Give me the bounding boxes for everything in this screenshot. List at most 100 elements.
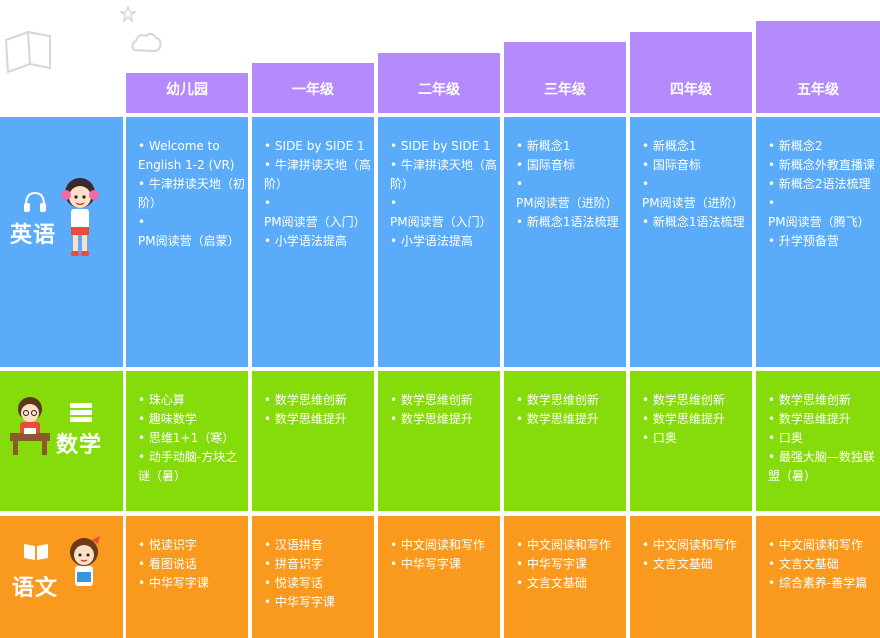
course-item: 数学思维提升 <box>642 410 752 429</box>
course-item: 数学思维提升 <box>516 410 626 429</box>
stacked-books-icon <box>68 401 94 423</box>
course-item: 中文阅读和写作 <box>768 536 880 555</box>
course-list: 新概念1 国际音标 PM阅读营（进阶） 新概念1语法梳理 <box>642 137 752 232</box>
grade-header-grade2: 二年级 <box>378 53 500 113</box>
grade-label: 四年级 <box>670 82 712 98</box>
course-list: 中文阅读和写作 中华写字课 文言文基础 <box>516 536 626 593</box>
course-item: 数学思维提升 <box>390 410 500 429</box>
course-item: 国际音标 <box>516 156 626 175</box>
course-item: 牛津拼读天地（高阶） <box>390 156 500 194</box>
course-cell: 数学思维创新 数学思维提升 <box>504 371 626 511</box>
course-item: 汉语拼音 <box>264 536 374 555</box>
grade-header-kindergarten: 幼儿园 <box>126 73 248 113</box>
course-list: 数学思维创新 数学思维提升 <box>390 391 500 429</box>
course-item: 思维1+1（寒） <box>138 429 248 448</box>
course-item: PM阅读营（进阶） <box>642 175 752 213</box>
course-item: 数学思维提升 <box>768 410 880 429</box>
course-cell: Welcome to English 1-2 (VR) 牛津拼读天地（初阶） P… <box>126 117 248 367</box>
course-item: 国际音标 <box>642 156 752 175</box>
course-list: 中文阅读和写作 文言文基础 综合素养-善学篇 <box>768 536 880 593</box>
course-cell: 数学思维创新 数学思维提升 口奥 <box>630 371 752 511</box>
course-item: 数学思维创新 <box>516 391 626 410</box>
course-item: 新概念1语法梳理 <box>516 213 626 232</box>
subject-label: 数学 <box>56 433 103 458</box>
course-item: 文言文基础 <box>768 555 880 574</box>
course-item: 最强大脑—数独联盟（暑） <box>768 448 880 486</box>
grade-header-grade3: 三年级 <box>504 42 626 113</box>
grade-header-grade4: 四年级 <box>630 32 752 113</box>
course-cell: 中文阅读和写作 文言文基础 <box>630 516 752 638</box>
course-cell: SIDE by SIDE 1 牛津拼读天地（高阶） PM阅读营（入门） 小学语法… <box>378 117 500 367</box>
course-list: 数学思维创新 数学思维提升 <box>516 391 626 429</box>
course-item: 口奥 <box>642 429 752 448</box>
course-list: 数学思维创新 数学思维提升 <box>264 391 374 429</box>
course-cell: 汉语拼音 拼音识字 悦读写话 中华写字课 <box>252 516 374 638</box>
course-item: 综合素养-善学篇 <box>768 574 880 593</box>
course-item: 数学思维创新 <box>390 391 500 410</box>
grade-label: 五年级 <box>797 82 839 98</box>
course-item: 中华写字课 <box>264 593 374 612</box>
headphones-icon <box>22 189 48 215</box>
grade-label: 一年级 <box>292 82 334 98</box>
course-list: 数学思维创新 数学思维提升 口奥 <box>642 391 752 448</box>
course-list: SIDE by SIDE 1 牛津拼读天地（高阶） PM阅读营（入门） 小学语法… <box>264 137 374 251</box>
course-item: 升学预备营 <box>768 232 880 251</box>
subject-cell-chinese: 语文 <box>0 516 123 638</box>
course-item: 文言文基础 <box>642 555 752 574</box>
course-item: 新概念1 <box>642 137 752 156</box>
course-cell: 数学思维创新 数学思维提升 口奥 最强大脑—数独联盟（暑） <box>756 371 880 511</box>
course-item: 新概念2 <box>768 137 880 156</box>
book-doodle-icon <box>0 18 60 78</box>
star-doodle-icon <box>120 6 136 22</box>
course-cell: 悦读识字 看图说话 中华写字课 <box>126 516 248 638</box>
grade-label: 三年级 <box>544 82 586 98</box>
course-item: 小学语法提高 <box>390 232 500 251</box>
course-item: 趣味数学 <box>138 410 248 429</box>
course-cell: 珠心算 趣味数学 思维1+1（寒） 动手动脑-方块之谜（暑） <box>126 371 248 511</box>
course-item: 牛津拼读天地（高阶） <box>264 156 374 194</box>
course-item: 动手动脑-方块之谜（暑） <box>138 448 248 486</box>
course-cell: 新概念2 新概念外教直播课 新概念2语法梳理 PM阅读营（腾飞） 升学预备营 <box>756 117 880 367</box>
girl-with-book-icon <box>62 534 106 596</box>
course-item: 口奥 <box>768 429 880 448</box>
girl-with-headphones-icon <box>58 175 102 261</box>
course-cell: 中文阅读和写作 中华写字课 文言文基础 <box>504 516 626 638</box>
course-item: SIDE by SIDE 1 <box>390 137 500 156</box>
course-cell: 中文阅读和写作 中华写字课 <box>378 516 500 638</box>
course-item: PM阅读营（入门） <box>390 194 500 232</box>
course-item: 中华写字课 <box>138 574 248 593</box>
grade-header-grade5: 五年级 <box>756 21 880 113</box>
course-item: 新概念2语法梳理 <box>768 175 880 194</box>
course-item: 新概念1语法梳理 <box>642 213 752 232</box>
course-cell: 数学思维创新 数学思维提升 <box>252 371 374 511</box>
course-cell: 新概念1 国际音标 PM阅读营（进阶） 新概念1语法梳理 <box>630 117 752 367</box>
course-item: 小学语法提高 <box>264 232 374 251</box>
course-item: PM阅读营（启蒙） <box>138 213 248 251</box>
course-item: PM阅读营（进阶） <box>516 175 626 213</box>
course-item: 中华写字课 <box>390 555 500 574</box>
course-list: 悦读识字 看图说话 中华写字课 <box>138 536 248 593</box>
course-list: 数学思维创新 数学思维提升 口奥 最强大脑—数独联盟（暑） <box>768 391 880 486</box>
course-list: Welcome to English 1-2 (VR) 牛津拼读天地（初阶） P… <box>138 137 248 251</box>
grade-label: 幼儿园 <box>166 82 208 98</box>
course-item: 数学思维提升 <box>264 410 374 429</box>
course-item: Welcome to English 1-2 (VR) <box>138 137 248 175</box>
course-item: PM阅读营（腾飞） <box>768 194 880 232</box>
course-list: 中文阅读和写作 文言文基础 <box>642 536 752 574</box>
course-list: 中文阅读和写作 中华写字课 <box>390 536 500 574</box>
course-item: 数学思维创新 <box>768 391 880 410</box>
course-cell: 新概念1 国际音标 PM阅读营（进阶） 新概念1语法梳理 <box>504 117 626 367</box>
course-item: 中文阅读和写作 <box>390 536 500 555</box>
course-cell: 数学思维创新 数学思维提升 <box>378 371 500 511</box>
course-list: SIDE by SIDE 1 牛津拼读天地（高阶） PM阅读营（入门） 小学语法… <box>390 137 500 251</box>
course-item: 悦读写话 <box>264 574 374 593</box>
course-item: 文言文基础 <box>516 574 626 593</box>
course-item: 牛津拼读天地（初阶） <box>138 175 248 213</box>
course-item: 珠心算 <box>138 391 248 410</box>
subject-label: 语文 <box>12 576 59 601</box>
grade-label: 二年级 <box>418 82 460 98</box>
course-cell: 中文阅读和写作 文言文基础 综合素养-善学篇 <box>756 516 880 638</box>
grade-header-grade1: 一年级 <box>252 63 374 113</box>
course-item: 中文阅读和写作 <box>516 536 626 555</box>
open-book-icon <box>22 540 50 562</box>
